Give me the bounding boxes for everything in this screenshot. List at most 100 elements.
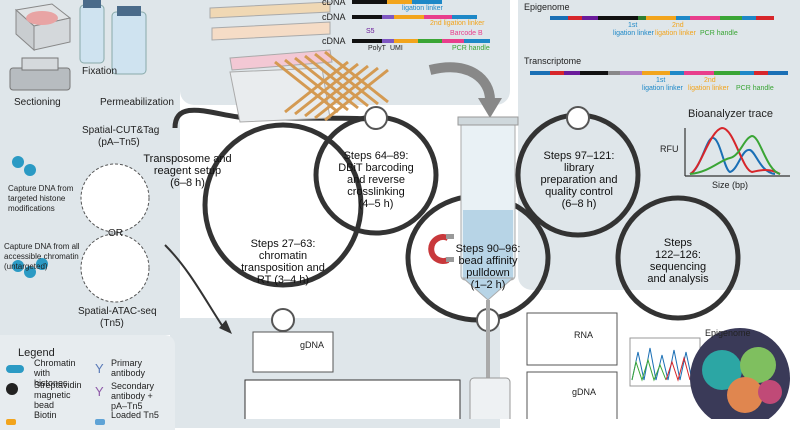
step-line: (4–5 h) xyxy=(358,198,394,210)
step-64-89: Steps 64–89: DBiT barcoding and reverse … xyxy=(324,150,428,210)
step-27-63: Steps 27–63: chromatin transposition and… xyxy=(228,238,338,286)
step-line: RT (3–4 h) xyxy=(256,274,310,286)
step-line: sequencing xyxy=(649,261,707,273)
histone-icons xyxy=(12,156,48,278)
step-transposome-setup: Transposome and reagent setup (6–8 h) xyxy=(140,153,235,189)
atac-subtitle: (Tn5) xyxy=(100,318,124,329)
process-arrow-head xyxy=(478,98,502,118)
tube-icon xyxy=(457,116,519,410)
step-line: reagent setup xyxy=(153,165,222,177)
capture-histone-line-3: modifications xyxy=(8,204,55,213)
step-line: and analysis xyxy=(647,273,709,285)
cut-tag-title: Spatial-CUT&Tag xyxy=(82,125,160,136)
legend-line: Biotin xyxy=(34,410,57,420)
step-line: crosslinking xyxy=(347,186,405,198)
step-90-96: Steps 90–96: bead affinity pulldown (1–2… xyxy=(438,243,538,291)
bioanalyzer-ylabel: RFU xyxy=(660,144,679,154)
fixation-bottle-icon xyxy=(79,0,105,64)
step-line: pulldown xyxy=(466,267,510,279)
biotin-icon xyxy=(6,419,16,425)
legend-line: bead xyxy=(34,400,55,410)
capture-histone-line-2: targeted histone xyxy=(8,194,66,203)
pcr-handle-label: PCR handle xyxy=(452,45,490,52)
legend-primary-antibody: Y Primary antibody xyxy=(95,358,145,378)
tx-first-ligation: 1st xyxy=(656,77,666,84)
atac-title: Spatial-ATAC-seq xyxy=(78,306,157,317)
bottom-detail-box xyxy=(244,379,461,419)
step-line: Steps xyxy=(663,237,693,249)
bioanalyzer-xlabel: Size (bp) xyxy=(712,180,749,190)
legend-line: with histones xyxy=(34,368,68,388)
bioanalyzer-plot xyxy=(684,126,790,177)
legend-line: antibody + xyxy=(111,391,153,401)
step-line: library xyxy=(564,162,594,174)
spatial-map-icon xyxy=(690,328,790,419)
step-line: preparation and xyxy=(540,174,618,186)
step-line: (6–8 h) xyxy=(170,177,205,189)
cut-tag-subtitle: (pA–Tn5) xyxy=(98,137,140,148)
legend-chromatin: Chromatin with histones xyxy=(6,358,76,388)
umi-label: UMI xyxy=(390,45,403,52)
bead-icon xyxy=(6,383,18,395)
step-line: Steps 27–63: xyxy=(250,238,316,250)
sequencing-trace-icon xyxy=(629,337,701,387)
legend-text: Secondary antibody + pA–Tn5 xyxy=(111,381,154,411)
permeabilization-bottle-icon xyxy=(111,6,147,75)
step-line: Transposome and xyxy=(143,153,232,165)
cdna-label-1: cDNA xyxy=(322,0,346,7)
tx-second: 2nd xyxy=(704,77,716,84)
epigenome-bottom-label: Epigenome xyxy=(705,328,751,338)
sectioning-machine-icon xyxy=(9,57,71,91)
sectioning-label: Sectioning xyxy=(14,97,61,108)
legend-line: Secondary xyxy=(111,381,155,391)
legend-text: Streptavidin magnetic bead xyxy=(34,380,82,410)
step-97-121: Steps 97–121: library preparation and qu… xyxy=(527,150,631,210)
s5-label: S5 xyxy=(366,28,375,35)
antibody-icon: Y xyxy=(95,361,104,376)
step-line: Steps 90–96: xyxy=(455,243,521,255)
gdna-label-2: gDNA xyxy=(572,387,597,397)
legend-line: pA–Tn5 xyxy=(111,401,143,411)
legend-secondary-antibody: Y Secondary antibody + pA–Tn5 xyxy=(95,381,154,411)
gdna-zoom-box-2 xyxy=(526,371,618,419)
step-line: (1–2 h) xyxy=(470,279,506,291)
brain-block-icon xyxy=(14,3,72,52)
legend-biotin: Biotin xyxy=(6,410,57,430)
cdna-label-2: cDNA xyxy=(322,12,346,22)
atac-zoom-circle xyxy=(80,233,150,303)
legend-line: Loaded Tn5 xyxy=(111,410,159,420)
step-line: quality control xyxy=(545,186,613,198)
step-line: (6–8 h) xyxy=(561,198,597,210)
step-122-126: Steps 122–126: sequencing and analysis xyxy=(628,237,728,285)
secondary-antibody-icon: Y xyxy=(95,384,104,399)
legend-line: Primary xyxy=(111,358,142,368)
epigenome-construct xyxy=(550,16,774,20)
legend-text: Chromatin with histones xyxy=(34,358,76,388)
magnet-icon xyxy=(428,234,454,264)
capture-all-line-1: Capture DNA from all xyxy=(4,242,80,251)
fixation-label: Fixation xyxy=(82,66,118,77)
legend-streptavidin-bead: Streptavidin magnetic bead xyxy=(6,380,82,410)
permeabilization-label: Permeabilization xyxy=(100,97,174,108)
or-label: OR xyxy=(108,228,123,239)
legend-text: Primary antibody xyxy=(111,358,145,378)
epi-second-ligation: ligation linker xyxy=(655,30,696,37)
barcode-b-label: Barcode B xyxy=(450,30,483,37)
step-line: 122–126: xyxy=(655,249,701,261)
legend-line: antibody xyxy=(111,368,146,378)
legend-title: Legend xyxy=(18,347,55,359)
tn5-icon xyxy=(95,419,105,425)
legend-line: Chromatin xyxy=(34,358,76,368)
legend-line: Streptavidin xyxy=(34,380,82,390)
polyt-label: PolyT xyxy=(368,45,386,52)
right-panel-background xyxy=(518,0,800,290)
legend-text: Biotin xyxy=(34,410,57,420)
vial-icon xyxy=(469,377,511,419)
bioanalyzer-title: Bioanalyzer trace xyxy=(688,108,773,120)
tx-second-ligation: ligation linker xyxy=(688,85,729,92)
legend-loaded-tn5: Loaded Tn5 xyxy=(95,410,159,430)
tx-ligation-linker: ligation linker xyxy=(642,85,683,92)
transcriptome-title: Transcriptome xyxy=(524,56,582,66)
capture-histone-line-1: Capture DNA from xyxy=(8,184,74,193)
legend-text: Loaded Tn5 xyxy=(111,410,159,420)
